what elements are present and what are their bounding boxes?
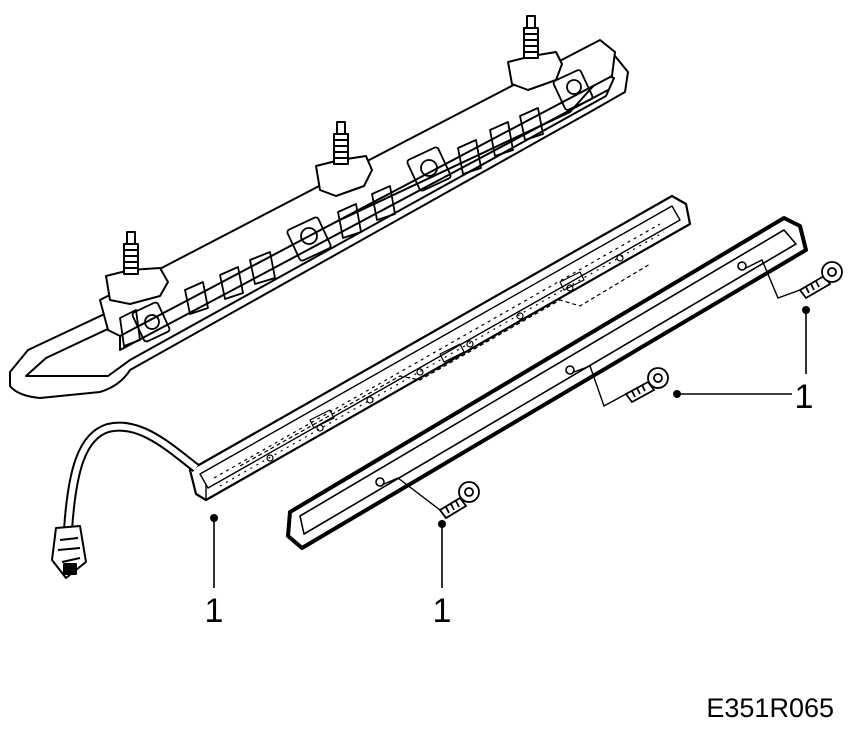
svg-text:1: 1 [795, 378, 814, 416]
callout-1-middle: 1 [433, 520, 452, 630]
led-circuit-board [51, 194, 692, 579]
screw-lower [438, 481, 480, 520]
screw-middle [624, 367, 669, 404]
svg-text:1: 1 [205, 592, 224, 630]
lens-cover [286, 216, 808, 550]
stud-middle [315, 121, 373, 197]
stud-right [507, 15, 563, 91]
screw-upper [798, 261, 843, 300]
callout-1-left: 1 [205, 514, 224, 630]
stud-left [105, 231, 169, 305]
assembly-leaders [383, 259, 801, 511]
callout-1-right: 1 [673, 306, 813, 416]
svg-text:1: 1 [433, 592, 452, 630]
figure-code: E351R065 [706, 693, 834, 723]
light-housing [9, 15, 629, 399]
connector-plug [51, 525, 87, 579]
